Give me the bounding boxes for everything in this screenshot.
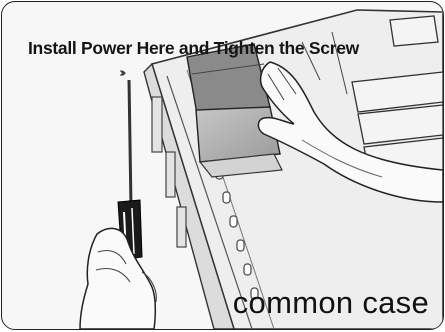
arrow-icon: ››› xyxy=(119,66,123,81)
case-label: common case xyxy=(233,285,429,321)
caption: Install Power Here and Tighten the Screw xyxy=(28,38,359,59)
hand-left xyxy=(80,228,155,329)
